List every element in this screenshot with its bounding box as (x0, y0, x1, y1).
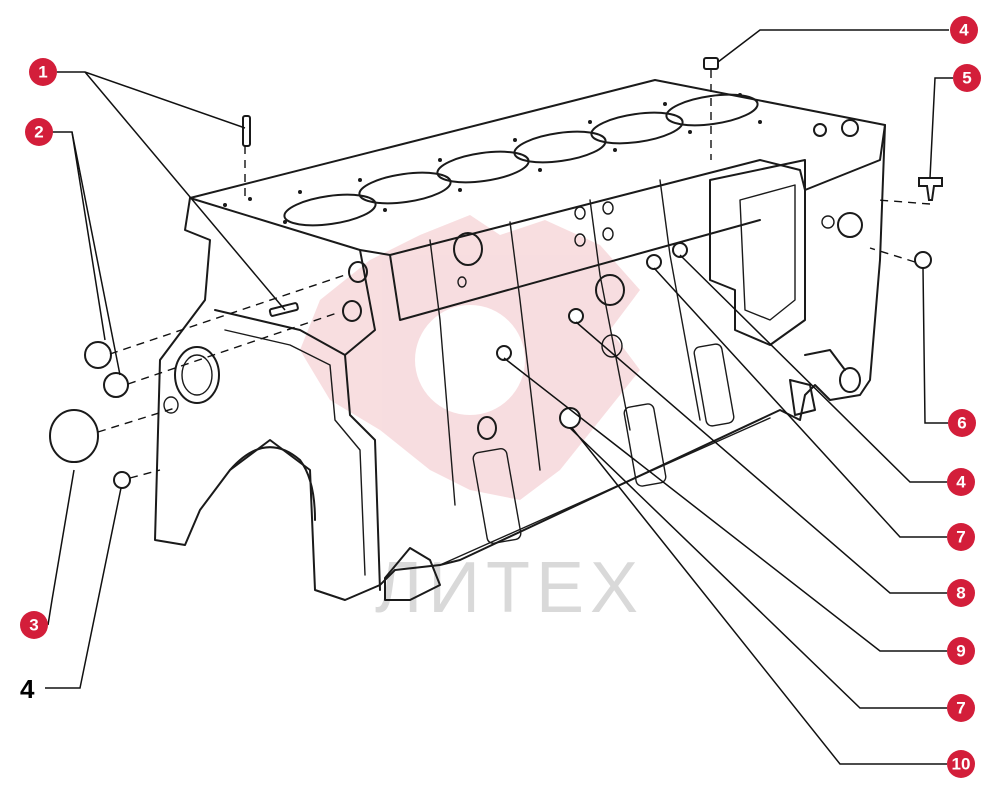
plug-2a (84, 341, 112, 369)
plug-4-top (703, 57, 719, 70)
callout-8: 8 (947, 579, 975, 607)
leader-lines (45, 29, 953, 765)
callout-3: 3 (20, 611, 48, 639)
svg-text:5: 5 (962, 69, 971, 88)
plug-4-right (672, 242, 688, 258)
fitting-5 (918, 177, 943, 201)
callout-4-top: 4 (950, 16, 978, 44)
watermark-text: ЛИТЕХ (375, 548, 644, 628)
callout-9: 9 (947, 637, 975, 665)
plug-8 (568, 308, 584, 324)
plug-6 (914, 251, 932, 269)
callout-4-right: 4 (947, 468, 975, 496)
svg-text:9: 9 (956, 642, 965, 661)
plug-7-upper (646, 254, 662, 270)
plug-2b (103, 372, 129, 398)
callout-6: 6 (948, 409, 976, 437)
watermark-logo (300, 215, 640, 500)
callout-5: 5 (953, 64, 981, 92)
svg-text:1: 1 (38, 63, 47, 82)
svg-text:4: 4 (956, 473, 966, 492)
callout-4-plain: 4 (20, 674, 35, 704)
deck-bolt-holes (223, 93, 859, 224)
callout-2: 2 (25, 118, 53, 146)
callout-7-lower: 7 (947, 694, 975, 722)
plug-4-left (113, 471, 131, 489)
svg-text:6: 6 (957, 414, 966, 433)
engine-block (154, 79, 886, 601)
svg-text:8: 8 (956, 584, 965, 603)
svg-text:7: 7 (956, 528, 965, 547)
callout-1: 1 (29, 58, 57, 86)
svg-text:4: 4 (959, 21, 969, 40)
svg-text:4: 4 (20, 674, 35, 704)
cap-3 (49, 409, 99, 463)
svg-text:2: 2 (34, 123, 43, 142)
svg-text:7: 7 (956, 699, 965, 718)
plug-7-lower (559, 407, 581, 429)
svg-text:10: 10 (952, 755, 971, 774)
callout-7-upper: 7 (947, 523, 975, 551)
cylinder-bores (283, 93, 759, 227)
callout-10: 10 (947, 750, 975, 778)
plug-9 (496, 345, 512, 361)
svg-text:3: 3 (29, 616, 38, 635)
dowel-pin-top (242, 115, 251, 147)
